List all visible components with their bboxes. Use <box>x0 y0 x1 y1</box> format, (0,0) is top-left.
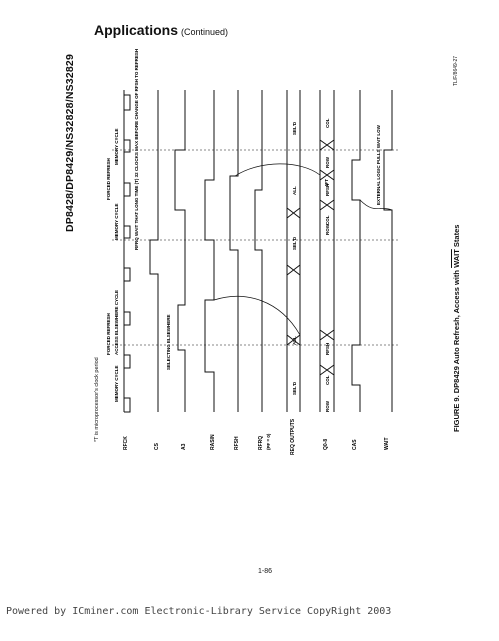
signal-label-rfrq: RFRQ <box>258 436 264 450</box>
cas-waveform <box>351 90 361 412</box>
req-value: SEL'D <box>292 381 297 395</box>
signal-label-cas: CAS <box>352 439 358 450</box>
rfrq-parameter: (PF = 0) <box>266 433 271 450</box>
signal-label-a3: A3 <box>181 443 187 450</box>
bus-value-labels: ROW COL RFSH ROW COL RFSH ROW COL SEL'D … <box>292 118 330 412</box>
rfck-waveform <box>123 90 131 413</box>
memory-cycle-label: MEMORY CYCLE <box>114 128 119 165</box>
cs-waveform <box>149 90 159 412</box>
signal-label-req-outputs: REQ OUTPUTS <box>290 418 296 455</box>
q-value: ROW <box>325 223 330 235</box>
signal-label-rfsh: RFSH <box>234 436 240 450</box>
signal-label-cs: CS <box>154 442 160 450</box>
timing-arrow <box>213 296 301 336</box>
access-elsewhere-label: ACCESS ELSEWHERE CYCLE <box>114 290 119 355</box>
req-value: SEL'D <box>292 121 297 135</box>
q-value: ROW <box>325 156 330 168</box>
section-title: Applications <box>94 22 179 38</box>
wait-waveform <box>383 90 393 412</box>
signal-labels: RFCK CS A3 RASIN RFSH RFRQ (PF = 0) REQ … <box>123 418 390 455</box>
q-value: COL <box>325 215 330 225</box>
signal-label-q: Q0-8 <box>323 439 329 450</box>
q-value: COL <box>325 375 330 385</box>
q-value: COL <box>325 118 330 128</box>
rfrq-clocks-note: RFRQ WAIT THAT LONG TIME (T) 32 CLOCKS M… <box>134 49 139 250</box>
signal-label-rfck: RFCK <box>123 436 129 450</box>
section-subtitle: (Continued) <box>181 27 229 37</box>
signal-label-wait: WAIT <box>384 438 390 451</box>
caption-prefix: FIGURE 9. DP8429 Auto Refresh, Access wi… <box>452 267 461 432</box>
q-value: ROW <box>325 400 330 412</box>
rfsh-waveform <box>229 90 239 412</box>
signal-label-rasin: RASIN <box>210 434 216 450</box>
req-bus <box>286 90 301 412</box>
forced-refresh-label: FORCED REFRESH <box>106 313 111 355</box>
q-value: RFSH <box>325 343 330 355</box>
timing-guide <box>112 149 400 346</box>
cycle-annotations: MEMORY CYCLE ACCESS ELSEWHERE CYCLE FORC… <box>106 49 381 402</box>
caption-suffix: States <box>452 224 461 250</box>
q-value: RFSH <box>325 184 330 196</box>
caption-wait: WAIT <box>452 249 461 268</box>
req-value: ALL <box>292 186 297 195</box>
page-number: 1-86 <box>258 568 273 575</box>
memory-cycle-label: MEMORY CYCLE <box>114 203 119 240</box>
q-bus <box>319 90 335 412</box>
external-logic-note: EXTERNAL LOGIC PULLS WAIT LOW <box>376 124 381 205</box>
rfrq-waveform <box>254 90 263 412</box>
figure-caption: FIGURE 9. DP8429 Auto Refresh, Access wi… <box>452 225 461 432</box>
memory-cycle-label: MEMORY CYCLE <box>114 365 119 402</box>
req-value: SEL'D <box>292 236 297 250</box>
timing-arrow <box>359 199 393 211</box>
footer-credit: Powered by ICminer.com Electronic-Librar… <box>6 606 392 617</box>
selecting-elsewhere-label: SELECTING ELSEWHERE <box>166 314 171 370</box>
req-value: ALL <box>292 336 297 345</box>
timing-arrow <box>234 163 321 177</box>
rasin-waveform <box>204 90 215 412</box>
rfsh-delay-label: tFT <box>324 179 329 186</box>
section-heading: Applications(Continued) <box>94 22 228 38</box>
footnote: *T is microprocessor's clock period <box>94 357 100 442</box>
a3-waveform <box>174 90 186 412</box>
forced-refresh-label: FORCED REFRESH <box>106 158 111 200</box>
